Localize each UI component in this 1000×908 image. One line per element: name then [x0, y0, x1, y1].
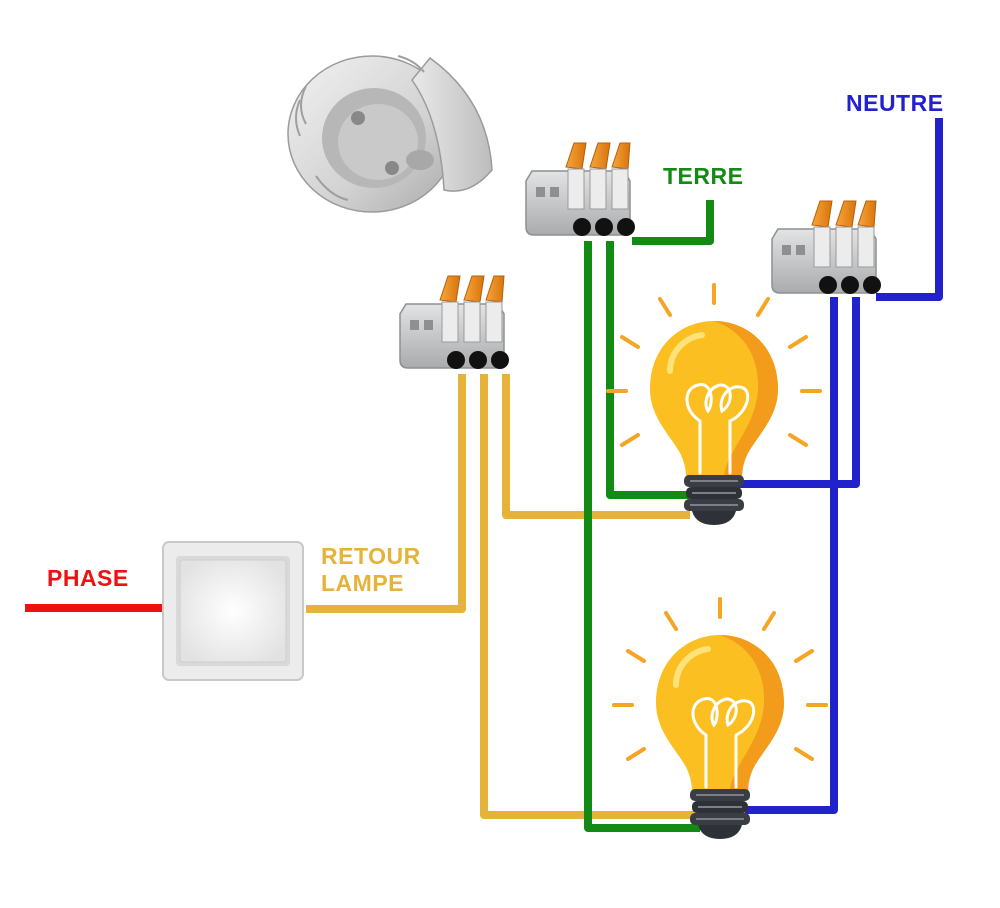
wago-connector-icon: [771, 200, 882, 295]
terre-wires: [584, 200, 714, 832]
phase-label: PHASE: [47, 565, 129, 591]
retour-lampe-label: RETOUR LAMPE: [321, 543, 421, 597]
terre-label: TERRE: [663, 163, 744, 189]
wago-connector-icon: [525, 142, 636, 237]
junction-box-icon: [287, 55, 493, 213]
light-bulb-icon: [614, 599, 826, 839]
wago-connector-icon: [399, 275, 510, 370]
retour-lampe-wires: [306, 374, 700, 819]
neutre-wires: [738, 118, 943, 814]
neutre-label: NEUTRE: [846, 90, 944, 116]
light-switch-icon[interactable]: [162, 541, 304, 681]
light-bulb-icon: [608, 285, 820, 525]
retour-label-line1: RETOUR: [321, 543, 421, 569]
retour-label-line2: LAMPE: [321, 570, 404, 596]
